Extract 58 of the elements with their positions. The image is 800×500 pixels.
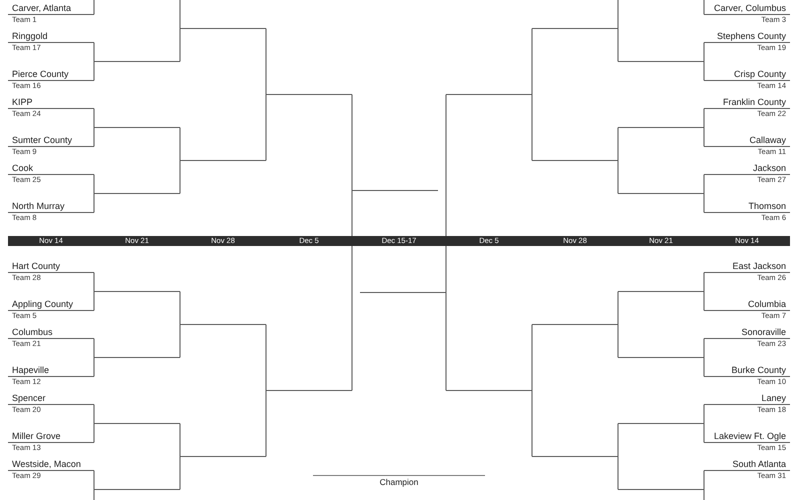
team-name: Hapeville <box>11 364 50 376</box>
bracket-line <box>94 193 180 194</box>
bracket-line <box>532 324 618 325</box>
team-name: Columbus <box>11 326 54 338</box>
bracket-line <box>618 423 704 424</box>
team-name: Pierce County <box>11 68 70 80</box>
winner-label: Champion <box>380 477 418 488</box>
bracket-line <box>618 357 704 358</box>
bracket-line <box>618 61 704 62</box>
team-name: Appling County <box>11 298 74 310</box>
team-name: Westside, Macon <box>11 458 82 470</box>
team-name: Lakeview Ft. Ogle <box>712 430 787 442</box>
bracket-line <box>360 292 446 293</box>
winner-line <box>313 475 485 488</box>
team-name: Franklin County <box>722 96 787 108</box>
team-name: KIPP <box>11 96 34 108</box>
team-name: East Jackson <box>731 260 787 272</box>
bracket-line <box>180 456 266 457</box>
bracket-line <box>94 423 180 424</box>
team-name: Thomson <box>747 200 787 212</box>
bracket-line <box>94 127 180 128</box>
team-name: Cook <box>11 162 34 174</box>
team-name: Ringgold <box>11 30 49 42</box>
team-name: Carver, Atlanta <box>11 2 72 14</box>
bracket-line <box>94 357 180 358</box>
bracket-line <box>618 193 704 194</box>
team-name: Spencer <box>11 392 47 404</box>
bracket-line <box>266 390 352 391</box>
team-name: Laney <box>760 392 787 404</box>
team-name: Miller Grove <box>11 430 62 442</box>
team-name: Sumter County <box>11 134 74 146</box>
bracket-line <box>446 390 532 391</box>
team-name: Callaway <box>748 134 787 146</box>
team-name: Sonoraville <box>740 326 787 338</box>
bracket-line <box>618 127 704 128</box>
team-name: Carver, Columbus <box>712 2 787 14</box>
bracket-line <box>532 456 618 457</box>
bracket-line <box>94 489 180 490</box>
team-name: Crisp County <box>732 68 787 80</box>
bracket-line <box>180 28 266 29</box>
bracket-line <box>94 61 180 62</box>
team-name: South Atlanta <box>731 458 787 470</box>
team-name: Jackson <box>752 162 787 174</box>
bracket-line <box>532 160 618 161</box>
team-name: Columbia <box>746 298 787 310</box>
bracket-line <box>532 28 618 29</box>
bracket-line <box>352 190 438 191</box>
team-name: Burke County <box>730 364 787 376</box>
team-name: North Murray <box>11 200 66 212</box>
team-name: Stephens County <box>716 30 787 42</box>
bracket-line <box>94 291 180 292</box>
team-name: Hart County <box>11 260 62 272</box>
bracket-line <box>446 94 532 95</box>
bracket-line <box>618 291 704 292</box>
bracket-line <box>180 160 266 161</box>
bracket-line <box>180 324 266 325</box>
bracket-line <box>266 94 352 95</box>
bracket-line <box>618 489 704 490</box>
